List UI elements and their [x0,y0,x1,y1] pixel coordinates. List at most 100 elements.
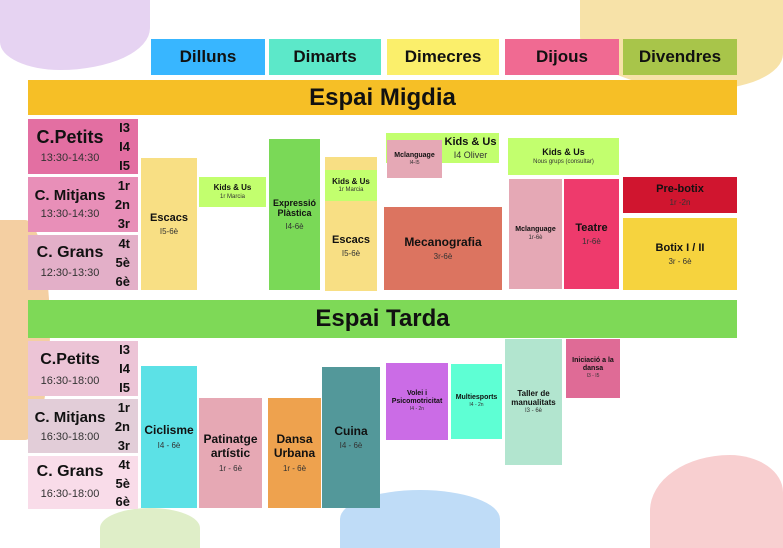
group-time: 16:30-18:00 [40,431,100,443]
activity-title: Pre-botix [656,182,704,195]
group-time: 16:30-18:00 [40,375,100,387]
level: I4 [119,139,130,154]
group-time: 12:30-13:30 [40,267,100,279]
group-time: 16:30-18:00 [40,488,100,500]
level: 2n [114,197,130,212]
activity-levels: I4 - 6è [157,440,181,450]
activity-title: Taller de manualitats [511,388,556,408]
day-header-dijous: Dijous [505,39,619,75]
activity-levels: 1r - 6è [218,463,243,473]
activity-levels: I4 - 2n [409,406,425,413]
activity-title: Ciclisme [144,423,194,437]
activity-levels: I4 Oliver [453,149,488,160]
activity-title: Mclanguage [515,226,556,234]
activity-cuina: Cuina I4 - 6è [322,367,380,508]
activity-levels: 1r -2n [669,198,691,208]
activity-mecanografia: Mecanografia 3r-6è [384,207,502,290]
group-c-grans: C. Grans 16:30-18:00 4t 5è 6è [28,456,138,509]
activity-title: Kids & Us [213,183,252,193]
level: 3r [117,216,130,231]
section-title-migdia: Espai Migdia [28,80,737,115]
activity-patinatge-artistic: Patinatge artístic 1r - 6è [199,398,262,508]
level: 5è [115,255,130,270]
section-title-tarda: Espai Tarda [28,300,737,338]
activity-levels: 3r-6è [433,252,453,262]
day-header-dimarts: Dimarts [269,39,381,75]
level: I3 [119,120,130,135]
group-name: C. Grans [36,463,104,480]
level: 6è [115,494,130,509]
activity-title: Escacs [332,233,370,246]
activity-levels: 1r - 6è [282,463,307,473]
group-name: C.Petits [36,127,104,147]
activity-title: Mecanografia [404,234,482,249]
level: I5 [119,158,130,173]
activity-title: Patinatge artístic [203,432,258,460]
level: 1r [117,400,130,415]
group-time: 13:30-14:30 [40,208,100,220]
level: I5 [119,380,130,395]
group-c-grans: C. Grans 12:30-13:30 4t 5è 6è [28,235,138,290]
activity-levels: 1r-6è [528,235,543,242]
activity-levels: 1r-6è [582,237,601,247]
level: 3r [117,438,130,453]
group-c-petits: C.Petits 13:30-14:30 I3 I4 I5 [28,119,138,174]
activity-title: Escacs [150,211,188,224]
level: 4t [118,457,130,472]
activity-title: Kids & Us [332,176,370,186]
level: I4 [119,361,130,376]
activity-levels: I4-6è [285,221,304,231]
activity-title: Iniciació a la dansa [572,357,614,373]
activity-title: Expressió Plàstica [272,198,317,219]
activity-dansa-urbana: Dansa Urbana 1r - 6è [268,398,321,508]
group-time: 13:30-14:30 [40,152,100,164]
activity-title: Kids & Us [542,146,585,157]
activity-title: Kids & Us [444,136,497,148]
activity-levels: I4-I5 [409,159,420,166]
activity-title: Mclanguage [394,151,435,159]
group-c-petits: C.Petits 16:30-18:00 I3 I4 I5 [28,341,138,396]
group-c-mitjans: C. Mitjans 16:30-18:00 1r 2n 3r [28,399,138,453]
activity-levels: I3 - 6è [524,408,542,415]
group-name: C.Petits [40,351,100,368]
level: 5è [115,476,130,491]
group-name: C. Grans [36,244,104,261]
activity-levels: 1r Marcia [219,193,245,200]
decor-blob [650,455,783,548]
level: 1r [117,178,130,193]
decor-blob [0,0,150,70]
activity-levels: I5-6è [159,227,179,237]
day-header-dilluns: Dilluns [151,39,265,75]
activity-levels: 3r - 6è [668,257,692,267]
activity-levels: Nous grups (consultar) [533,159,594,166]
activity-levels: I3 - I5 [586,373,600,380]
activity-levels: I4 - 2n [469,402,484,409]
activity-title: Dansa Urbana [273,432,316,460]
activity-ciclisme: Ciclisme I4 - 6è [141,366,197,508]
decor-blob [100,508,200,548]
day-header-divendres: Divendres [623,39,737,75]
group-c-mitjans: C. Mitjans 13:30-14:30 1r 2n 3r [28,177,138,232]
day-header-dimecres: Dimecres [387,39,499,75]
activity-pre-botix: Pre-botix 1r -2n [623,177,737,213]
level: 2n [114,419,130,434]
activity-title: Cuina [334,423,368,438]
activity-botix: Botix I / II 3r - 6è [623,218,737,290]
activity-kids-us-dijous: Kids & Us Nous grups (consultar) [508,138,619,175]
level: I3 [119,342,130,357]
activity-levels: I5-6è [341,249,361,259]
activity-title: Teatre [575,221,608,234]
activity-levels: I4 - 6è [339,441,363,451]
activity-teatre: Teatre 1r-6è [564,179,619,289]
level: 4t [118,236,130,251]
activity-title: Botix I / II [655,241,705,254]
